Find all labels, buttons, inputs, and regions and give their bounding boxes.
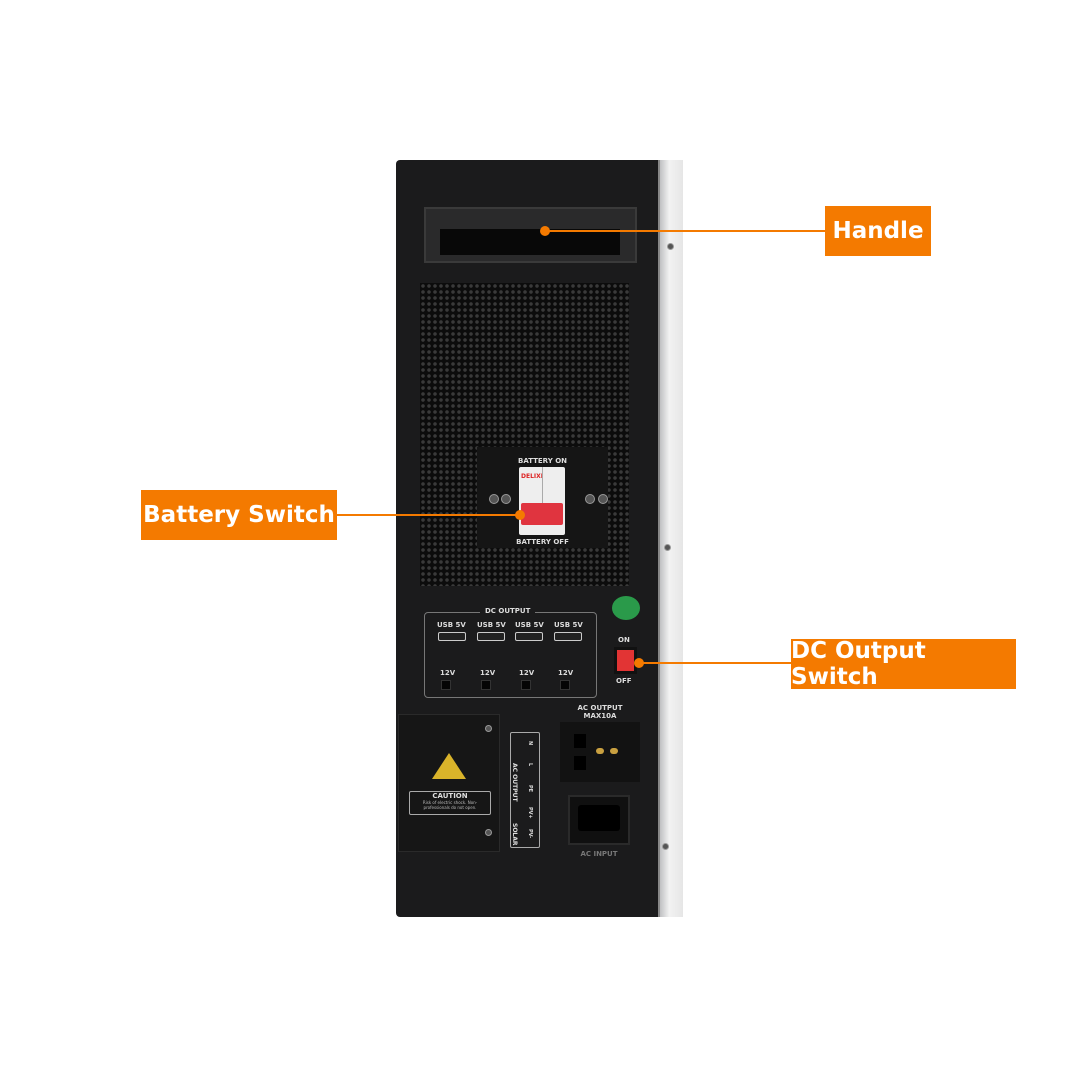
terminal-label: PV- [527, 829, 533, 839]
usb-label: USB 5V [515, 621, 544, 629]
screw-icon [598, 494, 608, 504]
battery-on-label: BATTERY ON [517, 457, 568, 465]
ac-output-socket[interactable] [560, 722, 640, 782]
ac-input-socket[interactable] [568, 795, 630, 845]
usb-port[interactable] [438, 632, 466, 641]
dc-12v-jack[interactable] [521, 680, 531, 690]
terminal-label: PE [527, 785, 533, 793]
ac-output-label: AC OUTPUT MAX10A [560, 704, 640, 720]
usb-label: USB 5V [477, 621, 506, 629]
battery-switch-leader-line [337, 514, 520, 516]
handle-leader-line [545, 230, 825, 232]
ac-input-label: AC INPUT [580, 850, 618, 858]
switch-off-label: OFF [616, 677, 632, 685]
usb-label: USB 5V [554, 621, 583, 629]
ac-output-max: MAX10A [583, 712, 617, 720]
usb-port[interactable] [515, 632, 543, 641]
screw-icon [489, 494, 499, 504]
screw-icon [485, 725, 492, 732]
dc-output-panel: DC OUTPUT USB 5V USB 5V USB 5V USB 5V 12… [424, 607, 597, 698]
ac-output-text: AC OUTPUT [577, 704, 623, 712]
dc-12v-jack[interactable] [560, 680, 570, 690]
handle[interactable] [424, 207, 637, 263]
warning-icon [432, 753, 466, 779]
screw-icon [485, 829, 492, 836]
jack-label: 12V [519, 669, 535, 677]
terminal-label: N [527, 741, 533, 746]
terminal-label: PV+ [527, 807, 533, 819]
terminal-label: L [527, 763, 533, 767]
battery-off-label: BATTERY OFF [516, 538, 569, 546]
switch-on-label: ON [618, 636, 630, 644]
battery-switch-marker [515, 510, 525, 520]
side-panel [658, 160, 683, 917]
dc-switch-leader-line [639, 662, 791, 664]
jack-label: 12V [558, 669, 574, 677]
terminal-group-label: SOLAR [511, 823, 518, 846]
certification-sticker-icon [612, 596, 640, 620]
battery-switch-callout: Battery Switch [141, 490, 337, 540]
caution-text: Risk of electric shock. Non-professional… [422, 800, 478, 810]
breaker-lever[interactable] [521, 503, 563, 525]
screw-icon [501, 494, 511, 504]
usb-port[interactable] [477, 632, 505, 641]
battery-breaker[interactable]: DELIXI [519, 467, 565, 535]
breaker-brand: DELIXI [521, 473, 543, 480]
usb-label: USB 5V [437, 621, 466, 629]
jack-label: 12V [440, 669, 456, 677]
handle-callout: Handle [825, 206, 931, 256]
caution-cover: CAUTION Risk of electric shock. Non-prof… [398, 714, 500, 852]
dc-12v-jack[interactable] [441, 680, 451, 690]
dc-12v-jack[interactable] [481, 680, 491, 690]
caution-title: CAUTION [432, 792, 468, 800]
screw-icon [664, 544, 671, 551]
dc-output-switch-callout: DC Output Switch [791, 638, 1016, 690]
dc-output-label: DC OUTPUT [480, 607, 536, 615]
screw-icon [667, 243, 674, 250]
terminal-block[interactable]: AC OUTPUT SOLAR N L PE PV+ PV- [510, 732, 540, 848]
terminal-group-label: AC OUTPUT [511, 763, 518, 802]
usb-port[interactable] [554, 632, 582, 641]
screw-icon [585, 494, 595, 504]
jack-label: 12V [480, 669, 496, 677]
screw-icon [662, 843, 669, 850]
